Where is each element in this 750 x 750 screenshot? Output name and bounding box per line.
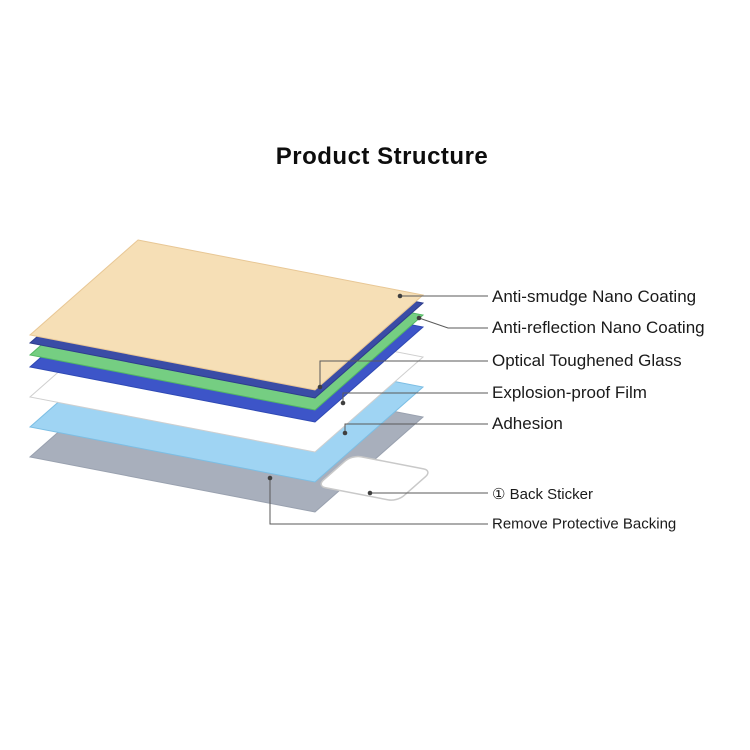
leader-anti-reflection: [418, 317, 488, 329]
layer-top-glass-surface: [28, 239, 425, 391]
label-anti-smudge-coating: Anti-smudge Nano Coating: [492, 287, 697, 306]
anchor-dot-optical-glass: [317, 384, 323, 390]
anchor-dot-protective-backing: [267, 475, 273, 481]
anchor-dot-explosion-proof: [340, 400, 346, 406]
page-title: Product Structure: [275, 143, 489, 170]
leader-optical-glass: [319, 360, 488, 386]
anchor-dot-adhesion: [342, 430, 348, 436]
anchor-dot-anti-reflection: [416, 315, 422, 321]
leader-anchor-dots: [267, 293, 422, 496]
leader-protective-backing: [269, 478, 488, 525]
label-back-sticker: ① Back Sticker: [492, 486, 593, 503]
label-explosion-proof-film: Explosion-proof Film: [492, 383, 647, 402]
label-anti-reflection-coating: Anti-reflection Nano Coating: [492, 318, 705, 337]
label-adhesion: Adhesion: [492, 414, 563, 433]
leader-lines: [269, 295, 488, 525]
leader-explosion-proof: [342, 392, 488, 402]
label-optical-toughened-glass: Optical Toughened Glass: [492, 351, 682, 370]
anchor-dot-back-sticker: [367, 490, 373, 496]
back-sticker-shape: [317, 455, 433, 502]
leader-adhesion: [344, 423, 488, 432]
anchor-dot-anti-smudge: [397, 293, 403, 299]
label-remove-protective-backing: Remove Protective Backing: [492, 515, 677, 533]
